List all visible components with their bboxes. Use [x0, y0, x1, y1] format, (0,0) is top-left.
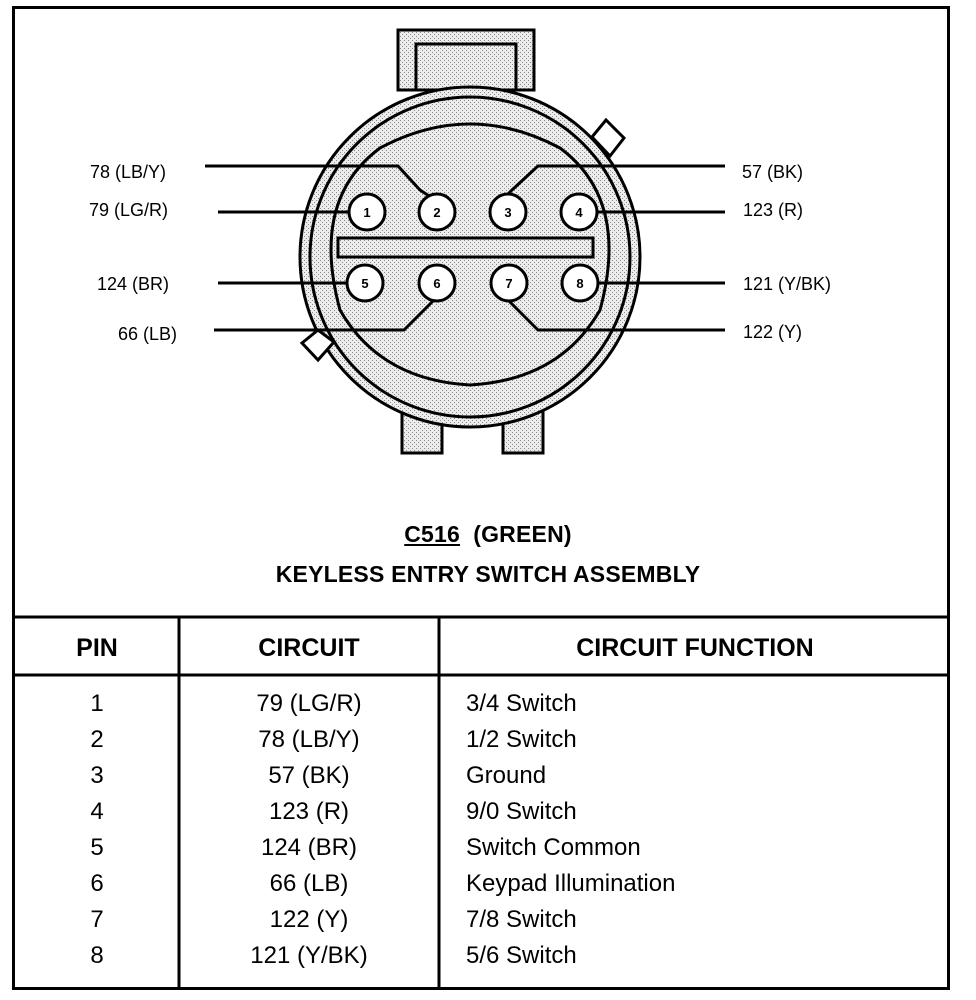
table-cell-circuit: 66 (LB)	[269, 870, 349, 897]
leader-lines	[205, 164, 725, 332]
pin-6-number: 6	[433, 276, 440, 291]
table-cell-function: 7/8 Switch	[466, 906, 577, 933]
table-cell-function: 9/0 Switch	[466, 798, 577, 825]
table-cell-circuit: 121 (Y/BK)	[250, 942, 368, 969]
connector-name: KEYLESS ENTRY SWITCH ASSEMBLY	[275, 561, 701, 587]
table-cell-circuit: 79 (LG/R)	[256, 690, 362, 717]
table-cell-circuit: 78 (LB/Y)	[258, 726, 360, 753]
table-cell-pin: 2	[90, 726, 104, 753]
table-cell-circuit: 124 (BR)	[260, 834, 358, 861]
pin-1: 1	[347, 192, 387, 232]
table-cell-function: 1/2 Switch	[466, 726, 577, 753]
header-circuit: CIRCUIT	[258, 634, 360, 662]
table-cell-pin: 8	[90, 942, 104, 969]
table-cell-circuit: 57 (BK)	[268, 762, 350, 789]
header-circuit-function: CIRCUIT FUNCTION	[576, 634, 814, 662]
table-cell-circuit: 122 (Y)	[269, 906, 349, 933]
table-cell-function: 3/4 Switch	[466, 690, 577, 717]
table-cell-function: Keypad Illumination	[466, 870, 676, 897]
table-cell-pin: 4	[90, 798, 104, 825]
connector-body	[298, 28, 642, 455]
pin-8-label: 121 (Y/BK)	[743, 274, 831, 294]
table-cell-function: 5/6 Switch	[466, 942, 577, 969]
pin-4: 4	[559, 192, 599, 232]
pin-3: 3	[488, 192, 528, 232]
table-cell-function: Ground	[466, 762, 547, 789]
table-cell-circuit: 123 (R)	[268, 798, 350, 825]
pin-5-number: 5	[361, 276, 368, 291]
table-cell-pin: 6	[90, 870, 104, 897]
connector-id: C516	[404, 521, 461, 547]
table-cell-pin: 3	[90, 762, 104, 789]
pin-5-label: 124 (BR)	[97, 274, 169, 294]
pin-4-number: 4	[575, 205, 583, 220]
header-pin: PIN	[76, 634, 118, 662]
pin-8-number: 8	[576, 276, 583, 291]
pin-7: 7	[489, 263, 529, 303]
pin-4-label: 123 (R)	[743, 200, 803, 220]
pin-6-label: 66 (LB)	[118, 324, 177, 344]
table-cell-pin: 1	[90, 690, 104, 717]
table-cell-pin: 7	[90, 906, 104, 933]
pin-8: 8	[560, 263, 600, 303]
pin-3-label: 57 (BK)	[742, 162, 803, 182]
pin-5: 5	[345, 263, 385, 303]
pin-2-number: 2	[433, 205, 440, 220]
diagram-frame	[12, 6, 950, 990]
pin-2: 2	[417, 192, 457, 232]
connector-color: (GREEN)	[473, 521, 572, 547]
pin-7-number: 7	[505, 276, 512, 291]
connector-title: C516 (GREEN)	[0, 521, 976, 548]
pin-1-number: 1	[363, 205, 370, 220]
pin-2-label: 78 (LB/Y)	[90, 162, 166, 182]
pin-7-label: 122 (Y)	[743, 322, 802, 342]
pin-1-label: 79 (LG/R)	[89, 200, 168, 220]
table-cell-pin: 5	[90, 834, 104, 861]
pin-6: 6	[417, 263, 457, 303]
table-cell-function: Switch Common	[466, 834, 641, 861]
pin-3-number: 3	[504, 205, 511, 220]
